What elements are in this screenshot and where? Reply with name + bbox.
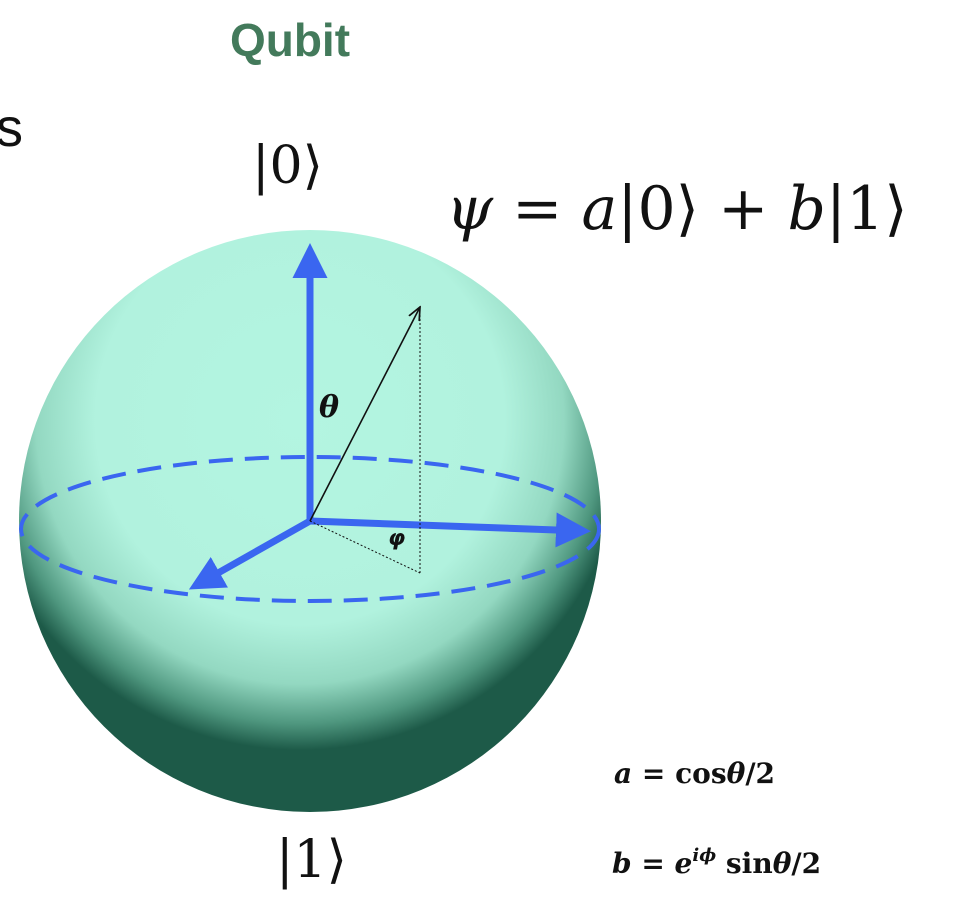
ket0-term: |0⟩ bbox=[617, 174, 700, 244]
coef-a-var: a bbox=[614, 757, 633, 790]
ket-zero-label: |0⟩ bbox=[252, 136, 323, 196]
diagram-title: Qubit bbox=[229, 14, 351, 66]
state-equation: ψ = a|0⟩ + b|1⟩ bbox=[446, 174, 908, 244]
state-vector-arrow bbox=[309, 307, 420, 522]
coef-a-symbol: a bbox=[581, 174, 618, 244]
coef-a-rest: /2 bbox=[745, 757, 776, 790]
y-axis-arrow bbox=[309, 512, 591, 548]
coef-a-equals: = bbox=[632, 757, 676, 790]
cropped-edge-text: s bbox=[0, 98, 23, 158]
coef-b-var: b bbox=[612, 847, 632, 880]
phi-angle-label: φ bbox=[388, 526, 406, 551]
coef-b-equals: = bbox=[631, 847, 675, 880]
psi-symbol: ψ bbox=[446, 174, 494, 244]
coefficient-a-formula: a = cosθ/2 bbox=[614, 756, 775, 792]
coefficient-b-formula: b = eiϕ sinθ/2 bbox=[612, 846, 821, 882]
coef-b-rest: /2 bbox=[791, 847, 822, 880]
equator-ellipse bbox=[19, 455, 601, 603]
coef-b-symbol: b bbox=[787, 174, 826, 244]
coef-b-exponent: iϕ bbox=[692, 845, 717, 866]
theta-angle-label: θ bbox=[319, 390, 340, 425]
x-axis-arrow bbox=[188, 517, 312, 590]
equals-sign: = bbox=[493, 174, 582, 244]
coef-b-e: e bbox=[674, 847, 693, 880]
plus-sign: + bbox=[699, 174, 788, 244]
coef-b-sin: sin bbox=[716, 847, 773, 880]
coef-a-theta: θ bbox=[726, 757, 746, 790]
coef-b-theta: θ bbox=[772, 847, 792, 880]
ket1-term: |1⟩ bbox=[825, 174, 908, 244]
coef-a-cos: cos bbox=[675, 757, 727, 790]
ket-one-label: |1⟩ bbox=[276, 830, 347, 890]
projection-horizontal bbox=[309, 520, 421, 574]
